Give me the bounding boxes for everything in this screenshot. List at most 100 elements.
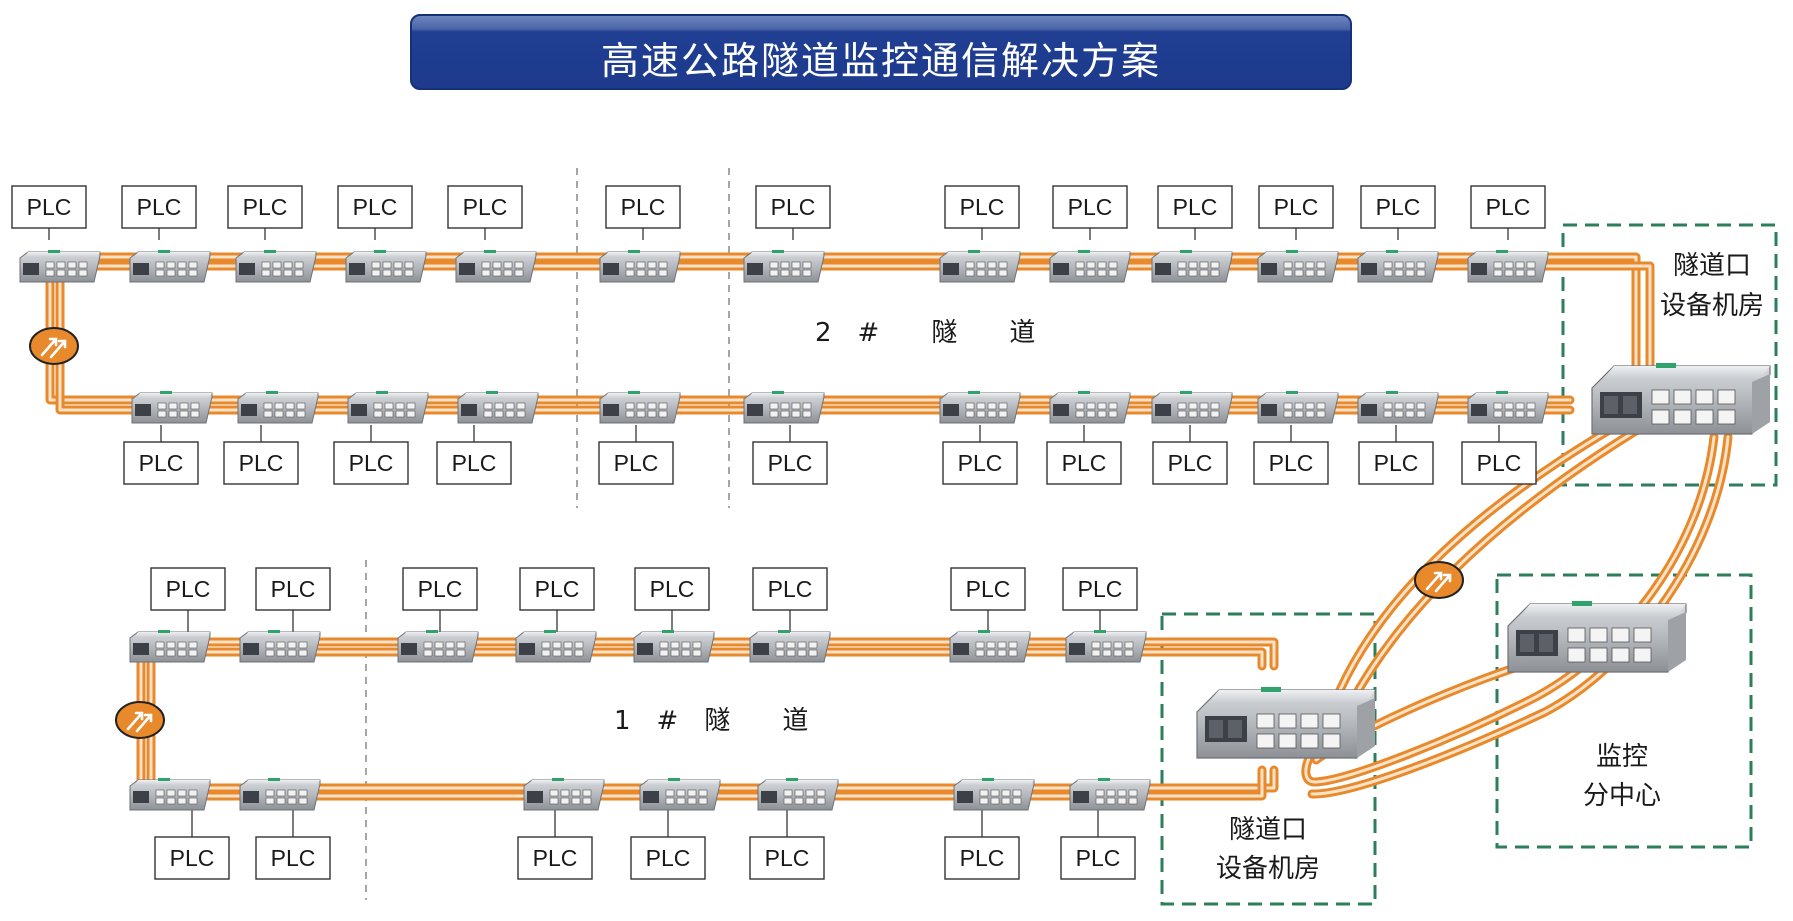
plc-label: PLC	[239, 450, 284, 476]
plc-box	[1157, 185, 1233, 229]
plc-device: PLC	[1157, 185, 1233, 240]
network-switches	[19, 250, 1771, 811]
network-switch-icon	[939, 391, 1021, 424]
plc-box	[333, 441, 409, 485]
network-switch-icon	[129, 778, 211, 811]
tunnel2-label: 2 # 隧 道	[815, 318, 1035, 348]
plc-label: PLC	[1173, 194, 1218, 220]
network-switch-icon	[19, 250, 101, 283]
plc-device: PLC	[337, 185, 413, 240]
equipment-room-1-box	[1160, 612, 1377, 906]
plc-label: PLC	[1269, 450, 1314, 476]
plc-box	[447, 185, 523, 229]
plc-box	[1470, 185, 1546, 229]
page-title: 高速公路隧道监控通信解决方案	[600, 39, 1161, 83]
plc-device: PLC	[755, 185, 831, 240]
network-switch-icon	[239, 778, 321, 811]
plc-box	[517, 836, 593, 880]
plc-box	[1052, 185, 1128, 229]
network-switch-icon	[237, 391, 319, 424]
backbone-fiber-b-core	[1348, 422, 1649, 707]
plc-box	[598, 441, 674, 485]
plc-label: PLC	[960, 194, 1005, 220]
plc-box	[123, 441, 199, 485]
network-switch-icon	[939, 250, 1021, 283]
plc-box	[227, 185, 303, 229]
plc-device: PLC	[121, 185, 197, 240]
plc-box	[634, 567, 710, 611]
equipment-room-1-line2: 设备机房	[1216, 854, 1320, 884]
network-switch-icon	[1151, 391, 1233, 424]
plc-box	[1461, 441, 1537, 485]
plc-device: PLC	[223, 425, 299, 485]
network-switch-icon	[1357, 391, 1439, 424]
plc-label: PLC	[1168, 450, 1213, 476]
plc-box	[942, 441, 1018, 485]
plc-device: PLC	[333, 425, 409, 485]
plc-device: PLC	[598, 425, 674, 485]
plc-box	[1060, 836, 1136, 880]
plc-device: PLC	[436, 425, 512, 485]
network-switch-icon	[949, 630, 1031, 663]
plc-device: PLC	[752, 567, 828, 632]
plc-label: PLC	[271, 845, 316, 871]
network-switch-icon	[1357, 250, 1439, 283]
plc-box	[150, 567, 226, 611]
plc-box	[944, 836, 1020, 880]
plc-device: PLC	[1046, 425, 1122, 485]
plc-device: PLC	[1461, 425, 1537, 485]
network-switch-icon	[749, 630, 831, 663]
plc-device: PLC	[1470, 185, 1546, 240]
fiber-link-icon	[115, 701, 165, 739]
plc-box	[436, 441, 512, 485]
plc-device: PLC	[950, 567, 1026, 632]
plc-device: PLC	[402, 567, 478, 632]
plc-box	[223, 441, 299, 485]
plc-device: PLC	[752, 425, 828, 485]
network-switch-icon	[347, 391, 429, 424]
network-switch-icon	[457, 391, 539, 424]
plc-box	[630, 836, 706, 880]
plc-device: PLC	[1060, 800, 1136, 880]
plc-label: PLC	[463, 194, 508, 220]
plc-label: PLC	[452, 450, 497, 476]
monitoring-center-box	[1495, 573, 1753, 849]
plc-box	[154, 836, 230, 880]
network-switch-icon	[1049, 250, 1131, 283]
equipment-room-1-line1: 隧道口	[1229, 815, 1307, 845]
plc-device: PLC	[1052, 185, 1128, 240]
plc-box	[605, 185, 681, 229]
plc-label: PLC	[650, 576, 695, 602]
plc-device: PLC	[227, 185, 303, 240]
plc-device: PLC	[255, 800, 331, 880]
network-switch-icon	[455, 250, 537, 283]
equipment-room-2-box	[1561, 223, 1778, 487]
tunnel1-label: 1 # 隧 道	[614, 706, 808, 736]
plc-box	[950, 567, 1026, 611]
plc-box	[755, 185, 831, 229]
network-switch-icon	[953, 778, 1035, 811]
plc-label: PLC	[166, 576, 211, 602]
network-switch-icon	[743, 391, 825, 424]
plc-box	[749, 836, 825, 880]
plc-label: PLC	[1376, 194, 1421, 220]
plc-device: PLC	[1360, 185, 1436, 240]
network-switch-icon	[599, 391, 681, 424]
plc-box	[1253, 441, 1329, 485]
network-switch-icon	[639, 778, 721, 811]
plc-box	[944, 185, 1020, 229]
plc-label: PLC	[533, 845, 578, 871]
plc-label: PLC	[349, 450, 394, 476]
plc-label: PLC	[1477, 450, 1522, 476]
section-dividers	[365, 168, 730, 900]
plc-label: PLC	[768, 450, 813, 476]
network-switch-icon	[1065, 630, 1147, 663]
plc-box	[255, 836, 331, 880]
plc-label: PLC	[1068, 194, 1113, 220]
plc-label: PLC	[960, 845, 1005, 871]
network-switch-icon	[1257, 391, 1339, 424]
network-switch-icon	[1467, 250, 1549, 283]
plc-box	[1046, 441, 1122, 485]
plc-label: PLC	[170, 845, 215, 871]
plc-label: PLC	[535, 576, 580, 602]
